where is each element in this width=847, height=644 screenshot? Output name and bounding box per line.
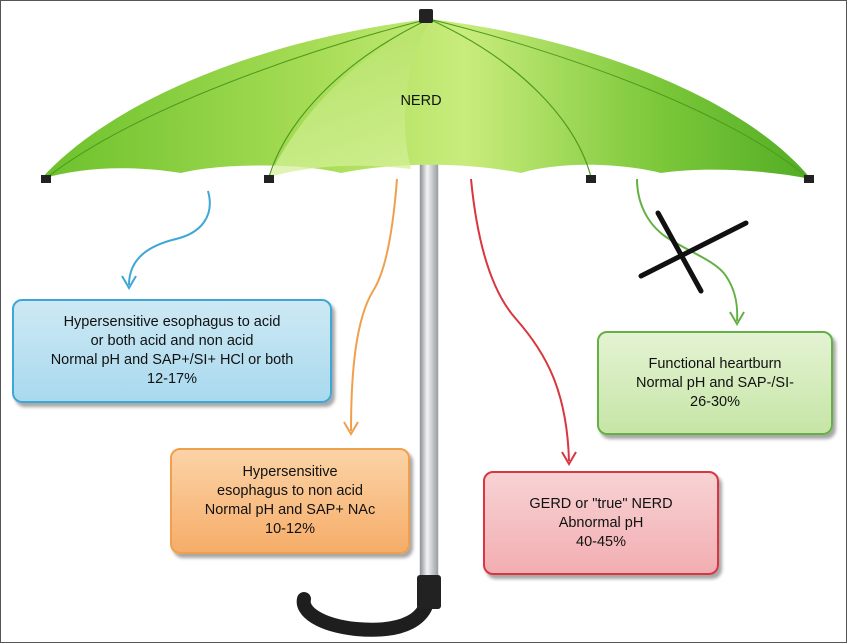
umbrella-title: NERD: [400, 93, 442, 109]
category-box-functional-heartburn: Functional heartburn Normal pH and SAP-/…: [597, 331, 833, 435]
box-line: esophagus to non acid: [217, 483, 363, 499]
arrow-green: [636, 178, 739, 322]
box-line: Normal pH and SAP+/SI+ HCl or both: [50, 352, 294, 368]
box-percent: 26-30%: [690, 393, 740, 410]
umbrella-shaft: [419, 150, 439, 592]
box-line: GERD or "true" NERD: [529, 495, 673, 512]
box-line: Normal pH and SAP-/SI-: [636, 374, 794, 391]
box-percent: 12-17%: [147, 371, 197, 387]
arrow-orange: [350, 178, 398, 432]
box-line: Abnormal pH: [558, 514, 644, 531]
arrow-blue: [128, 190, 211, 286]
category-box-hypersensitive-acid: Hypersensitive esophagus to acid or both…: [12, 299, 332, 403]
cross-out-mark: [638, 210, 749, 294]
box-line: Functional heartburn: [648, 355, 782, 372]
box-percent: 40-45%: [576, 533, 626, 550]
category-box-hypersensitive-non-acid: Hypersensitive esophagus to non acid Nor…: [170, 448, 410, 554]
box-line: Normal pH and SAP+ NAc: [204, 502, 376, 518]
box-line: Hypersensitive esophagus to acid: [63, 314, 281, 330]
umbrella-handle: [296, 580, 437, 637]
umbrella-canopy: [41, 19, 811, 179]
box-line: or both acid and non acid: [90, 333, 254, 349]
category-box-true-nerd: GERD or "true" NERD Abnormal pH 40-45%: [483, 471, 719, 575]
arrow-red: [470, 178, 570, 462]
box-percent: 10-12%: [265, 521, 315, 537]
box-line: Hypersensitive: [242, 464, 338, 480]
